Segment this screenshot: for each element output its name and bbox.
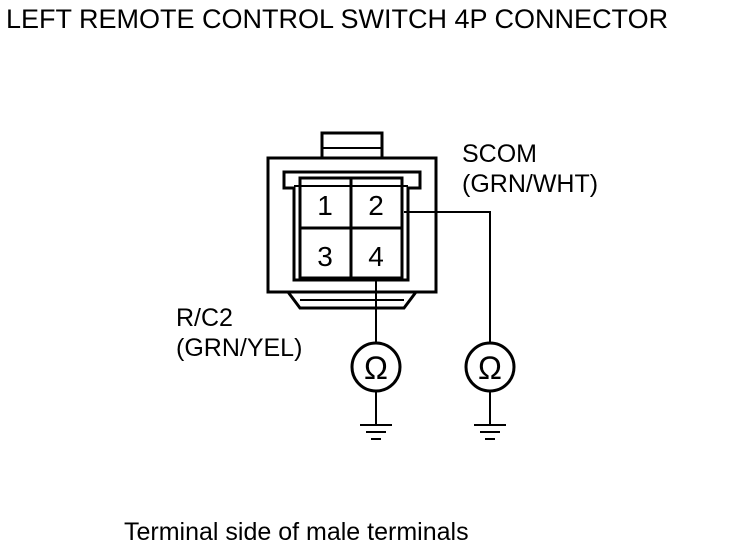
housing-bottom xyxy=(286,291,418,310)
ground-icon xyxy=(474,424,506,440)
housing-inner xyxy=(282,170,422,282)
pin-1: 1 xyxy=(317,190,333,221)
ohm-symbol-right: Ω xyxy=(478,350,502,386)
scom-color: (GRN/WHT) xyxy=(462,170,598,198)
pin-2: 2 xyxy=(368,190,384,221)
pin-3: 3 xyxy=(317,241,333,272)
ohm-symbol-left: Ω xyxy=(364,350,388,386)
ohmmeter-left: Ω xyxy=(350,341,402,440)
scom-label: SCOM xyxy=(462,140,537,168)
rc2-label: R/C2 xyxy=(176,304,233,332)
lock-tab xyxy=(320,131,384,160)
pin-4: 4 xyxy=(368,241,384,272)
diagram-title: LEFT REMOTE CONTROL SWITCH 4P CONNECTOR xyxy=(6,4,668,34)
connector-housing xyxy=(266,131,438,310)
rc2-color: (GRN/YEL) xyxy=(176,334,302,362)
caption: Terminal side of male terminals xyxy=(124,518,469,546)
wire-pin2 xyxy=(404,211,491,343)
housing-outer xyxy=(266,156,438,294)
ohmmeter-right: Ω xyxy=(464,341,516,440)
ground-icon xyxy=(360,424,392,440)
